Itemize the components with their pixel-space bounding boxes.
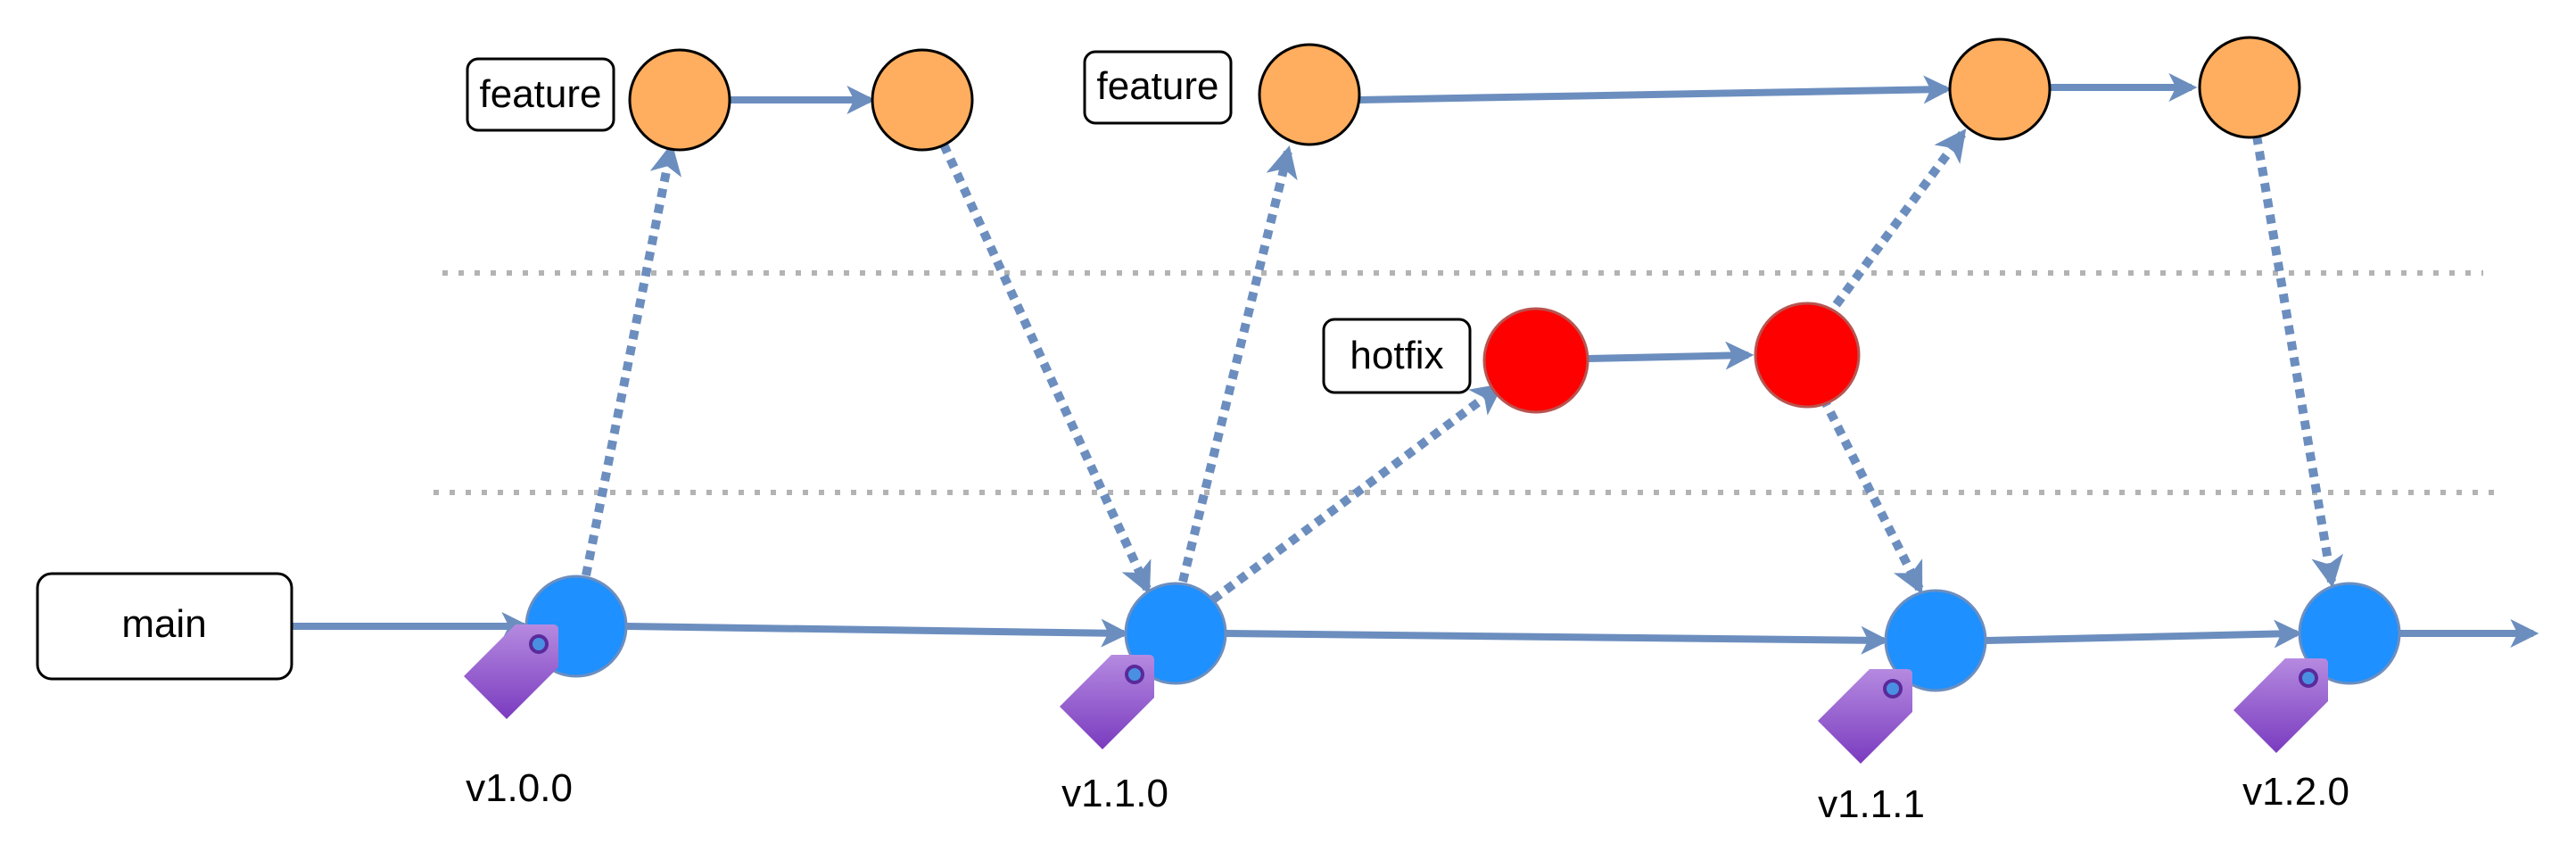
feature-branch-label-1: feature <box>466 57 615 132</box>
feature-commit <box>2198 36 2301 139</box>
merge-feature-to-v110 <box>939 142 1152 595</box>
main-edge-3 <box>1985 619 2303 649</box>
feature-branch-label-2: feature <box>1083 50 1233 125</box>
hotfix-branch-label: hotfix <box>1322 318 1472 394</box>
feature-commit <box>871 48 974 152</box>
merge-hotfix-to-v111 <box>1819 395 1924 595</box>
merge-feature-to-v120 <box>2252 135 2343 589</box>
version-label-v120: v1.2.0 <box>2242 770 2349 814</box>
tag-icon <box>1818 669 1912 764</box>
feature-label-text-1: feature <box>480 72 602 116</box>
main-edge-2 <box>1225 625 1890 655</box>
feature-commit <box>628 48 731 152</box>
branch-v110-to-hotfix <box>1210 383 1504 604</box>
main-commit-v111 <box>1884 589 1987 692</box>
tag-icon <box>464 624 558 719</box>
feature-edge-2 <box>1358 75 1953 104</box>
hotfix-edge <box>1587 341 1754 370</box>
version-label-v110: v1.1.0 <box>1061 772 1168 815</box>
feature-commit <box>1948 37 2052 141</box>
main-edge-1 <box>625 618 1130 648</box>
branch-v100-to-feature <box>582 142 682 576</box>
merge-hotfix-to-feature <box>1822 128 1967 320</box>
version-label-v111: v1.1.1 <box>1818 782 1925 826</box>
main-branch-label: main <box>36 572 293 681</box>
main-commit-v120 <box>2298 582 2401 685</box>
feature-commit <box>1258 43 1361 146</box>
hotfix-label-text: hotfix <box>1350 334 1443 377</box>
branch-v110-to-feature <box>1178 145 1298 583</box>
version-label-v100: v1.0.0 <box>466 766 573 810</box>
hotfix-commit <box>1482 307 1589 414</box>
main-label-text: main <box>121 602 206 646</box>
tag-icon <box>2233 658 2328 753</box>
hotfix-commit <box>1754 302 1861 409</box>
feature-label-text-2: feature <box>1097 64 1219 108</box>
tag-icon <box>1060 655 1154 749</box>
